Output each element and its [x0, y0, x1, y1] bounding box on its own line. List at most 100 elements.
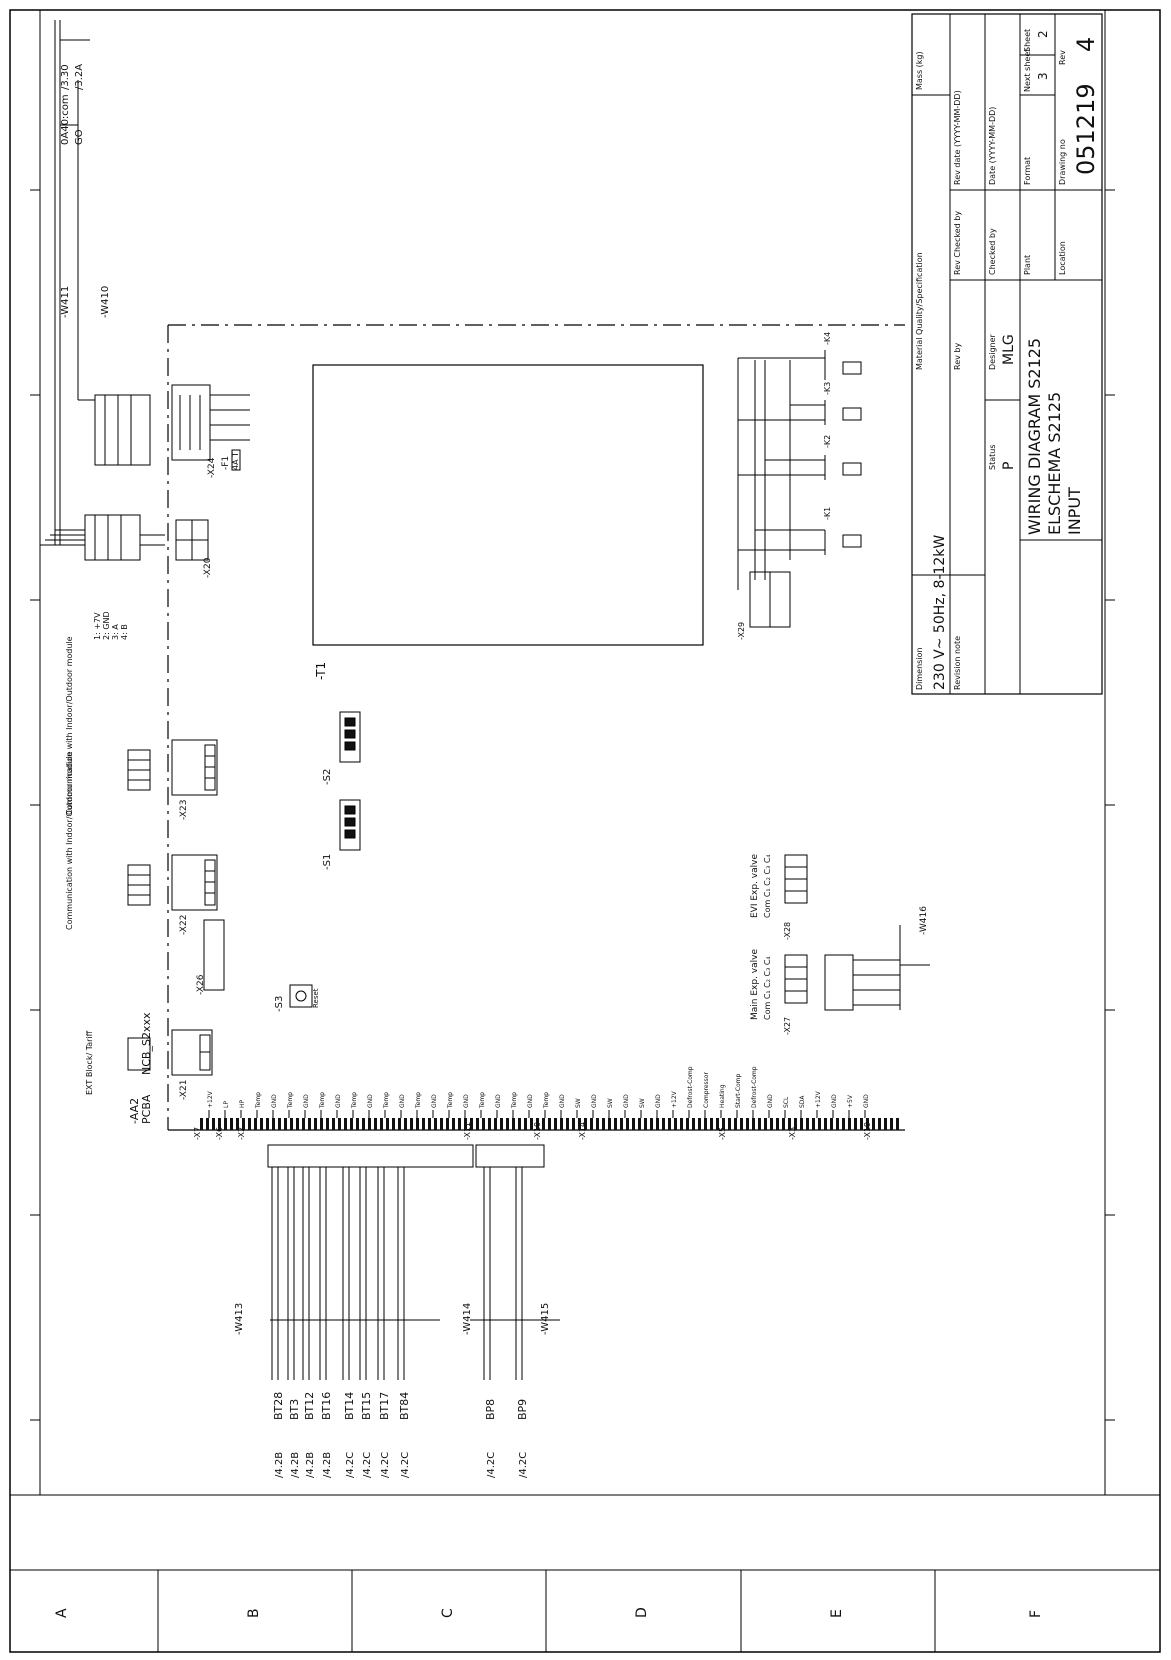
signal-label: Temp — [447, 1092, 454, 1109]
terminal-pin — [644, 1118, 647, 1130]
cable-w415: -W415 — [540, 1303, 551, 1335]
sensor-ref: /4.2B — [322, 1452, 333, 1478]
dip-switch-s2 — [339, 711, 361, 763]
signal-label: Defrost-Comp — [751, 1066, 758, 1108]
terminal-pin — [494, 1118, 497, 1130]
bottom-connector-x11: -X11 — [463, 1122, 472, 1140]
signal-label: GND — [367, 1094, 374, 1108]
signal-label: +5V — [847, 1094, 854, 1108]
next-sheet-value: 3 — [1036, 72, 1050, 80]
terminal-pin — [458, 1118, 461, 1130]
connector-x22-label: -X22 — [179, 915, 189, 935]
terminal-pin — [260, 1118, 263, 1130]
terminal-pin — [530, 1118, 533, 1130]
terminal-pin — [620, 1118, 623, 1130]
terminal-pin — [692, 1118, 695, 1130]
terminal-pin — [794, 1118, 797, 1130]
terminal-pin — [434, 1118, 437, 1130]
zone-letter-d: D — [634, 1607, 650, 1618]
terminal-pin — [536, 1118, 539, 1130]
pcb-outline — [167, 324, 905, 1130]
rev-date-label: Rev date (YYYY-MM-DD) — [953, 90, 962, 185]
terminal-pin — [758, 1118, 761, 1130]
bottom-connector-x6: -X6 — [215, 1127, 224, 1140]
bottom-connector-x19: -X19 — [863, 1122, 872, 1140]
sensor-id: BT14 — [343, 1392, 356, 1420]
designer-label: Designer — [988, 333, 997, 370]
bottom-connector-x2: -X2 — [237, 1127, 246, 1140]
evi-valve-coils: Com C₁ C₂ C₃ C₄ — [763, 854, 772, 918]
signal-label: Compressor — [703, 1072, 710, 1108]
evi-valve-label: EVI Exp. valve — [750, 854, 760, 918]
terminal-pin — [308, 1118, 311, 1130]
terminal-pin — [248, 1118, 251, 1130]
signal-label: Temp — [543, 1092, 550, 1109]
terminal-pin — [404, 1118, 407, 1130]
terminal-pin — [332, 1118, 335, 1130]
connector-x27-label: -X27 — [783, 1017, 792, 1035]
rev-value: 4 — [1072, 37, 1100, 52]
terminal-pin — [206, 1118, 209, 1130]
comm-label-x23: Communication with Indoor/Outdoor module — [65, 636, 74, 815]
terminal-pin — [242, 1118, 245, 1130]
connector-x21-label: -X21 — [179, 1080, 189, 1100]
sensor-id: BT12 — [303, 1392, 316, 1420]
terminal-pin — [488, 1118, 491, 1130]
connector-x24 — [78, 384, 250, 471]
relay-k1 — [738, 529, 862, 555]
location-label: Location — [1058, 241, 1067, 275]
terminal-pin — [356, 1118, 359, 1130]
relay-k2-label: -K2 — [823, 435, 832, 448]
terminal-pin — [506, 1118, 509, 1130]
cable-w411-signal: 0A40:com — [60, 94, 71, 145]
terminal-pin — [650, 1118, 653, 1130]
drawing-title-line1: WIRING DIAGRAM S2125 — [1025, 338, 1044, 535]
board-name: PCBA — [140, 1094, 153, 1124]
sensor-id: BT15 — [360, 1392, 373, 1420]
terminal-pin — [578, 1118, 581, 1130]
terminal-pin — [854, 1118, 857, 1130]
terminal-pin — [416, 1118, 419, 1130]
sensor-ref: /4.2C — [362, 1452, 373, 1478]
checked-by-label: Checked by — [988, 228, 997, 275]
cable-w411-ref: /3.30 — [60, 64, 71, 90]
terminal-pin — [398, 1118, 401, 1130]
sensor-ref: /4.2C — [380, 1452, 391, 1478]
terminal-pin — [326, 1118, 329, 1130]
signal-label: Temp — [351, 1092, 358, 1109]
top-cables — [54, 20, 90, 545]
signal-label: SDA — [799, 1095, 806, 1108]
drawing-no-label: Drawing no — [1058, 139, 1067, 185]
ext-block-label: EXT Block/ Tariff — [85, 1030, 94, 1095]
signal-label: SCL — [783, 1096, 790, 1108]
signal-label: Heating — [719, 1084, 726, 1108]
terminal-pin — [728, 1118, 731, 1130]
sensor-id: BP9 — [516, 1399, 529, 1420]
terminal-pin — [752, 1118, 755, 1130]
zone-letter-f: F — [1028, 1610, 1044, 1618]
terminal-pin — [710, 1118, 713, 1130]
terminal-pin — [482, 1118, 485, 1130]
signal-label: SW — [639, 1098, 646, 1108]
terminal-pin — [464, 1118, 467, 1130]
terminal-pin — [590, 1118, 593, 1130]
sensor-labels: BT28/4.2BBT3/4.2BBT12/4.2BBT16/4.2BBT14/… — [272, 1392, 529, 1478]
terminal-pin — [776, 1118, 779, 1130]
rev-label: Rev — [1058, 50, 1067, 65]
mass-label: Mass (kg) — [915, 51, 924, 90]
relay-driver — [737, 358, 791, 628]
signal-label: GND — [527, 1094, 534, 1108]
signal-label: +12V — [207, 1090, 214, 1108]
bottom-connector-x7: -X7 — [193, 1127, 202, 1140]
terminal-pin — [878, 1118, 881, 1130]
terminal-pin — [518, 1118, 521, 1130]
connector-x23 — [127, 739, 218, 796]
signal-label: Temp — [287, 1092, 294, 1109]
connector-x23-label: -X23 — [179, 800, 189, 820]
terminal-pin — [278, 1118, 281, 1130]
terminal-pin — [890, 1118, 893, 1130]
relay-k1-label: -K1 — [823, 507, 832, 520]
sheet-value: 2 — [1036, 30, 1050, 38]
terminal-pin — [800, 1118, 803, 1130]
